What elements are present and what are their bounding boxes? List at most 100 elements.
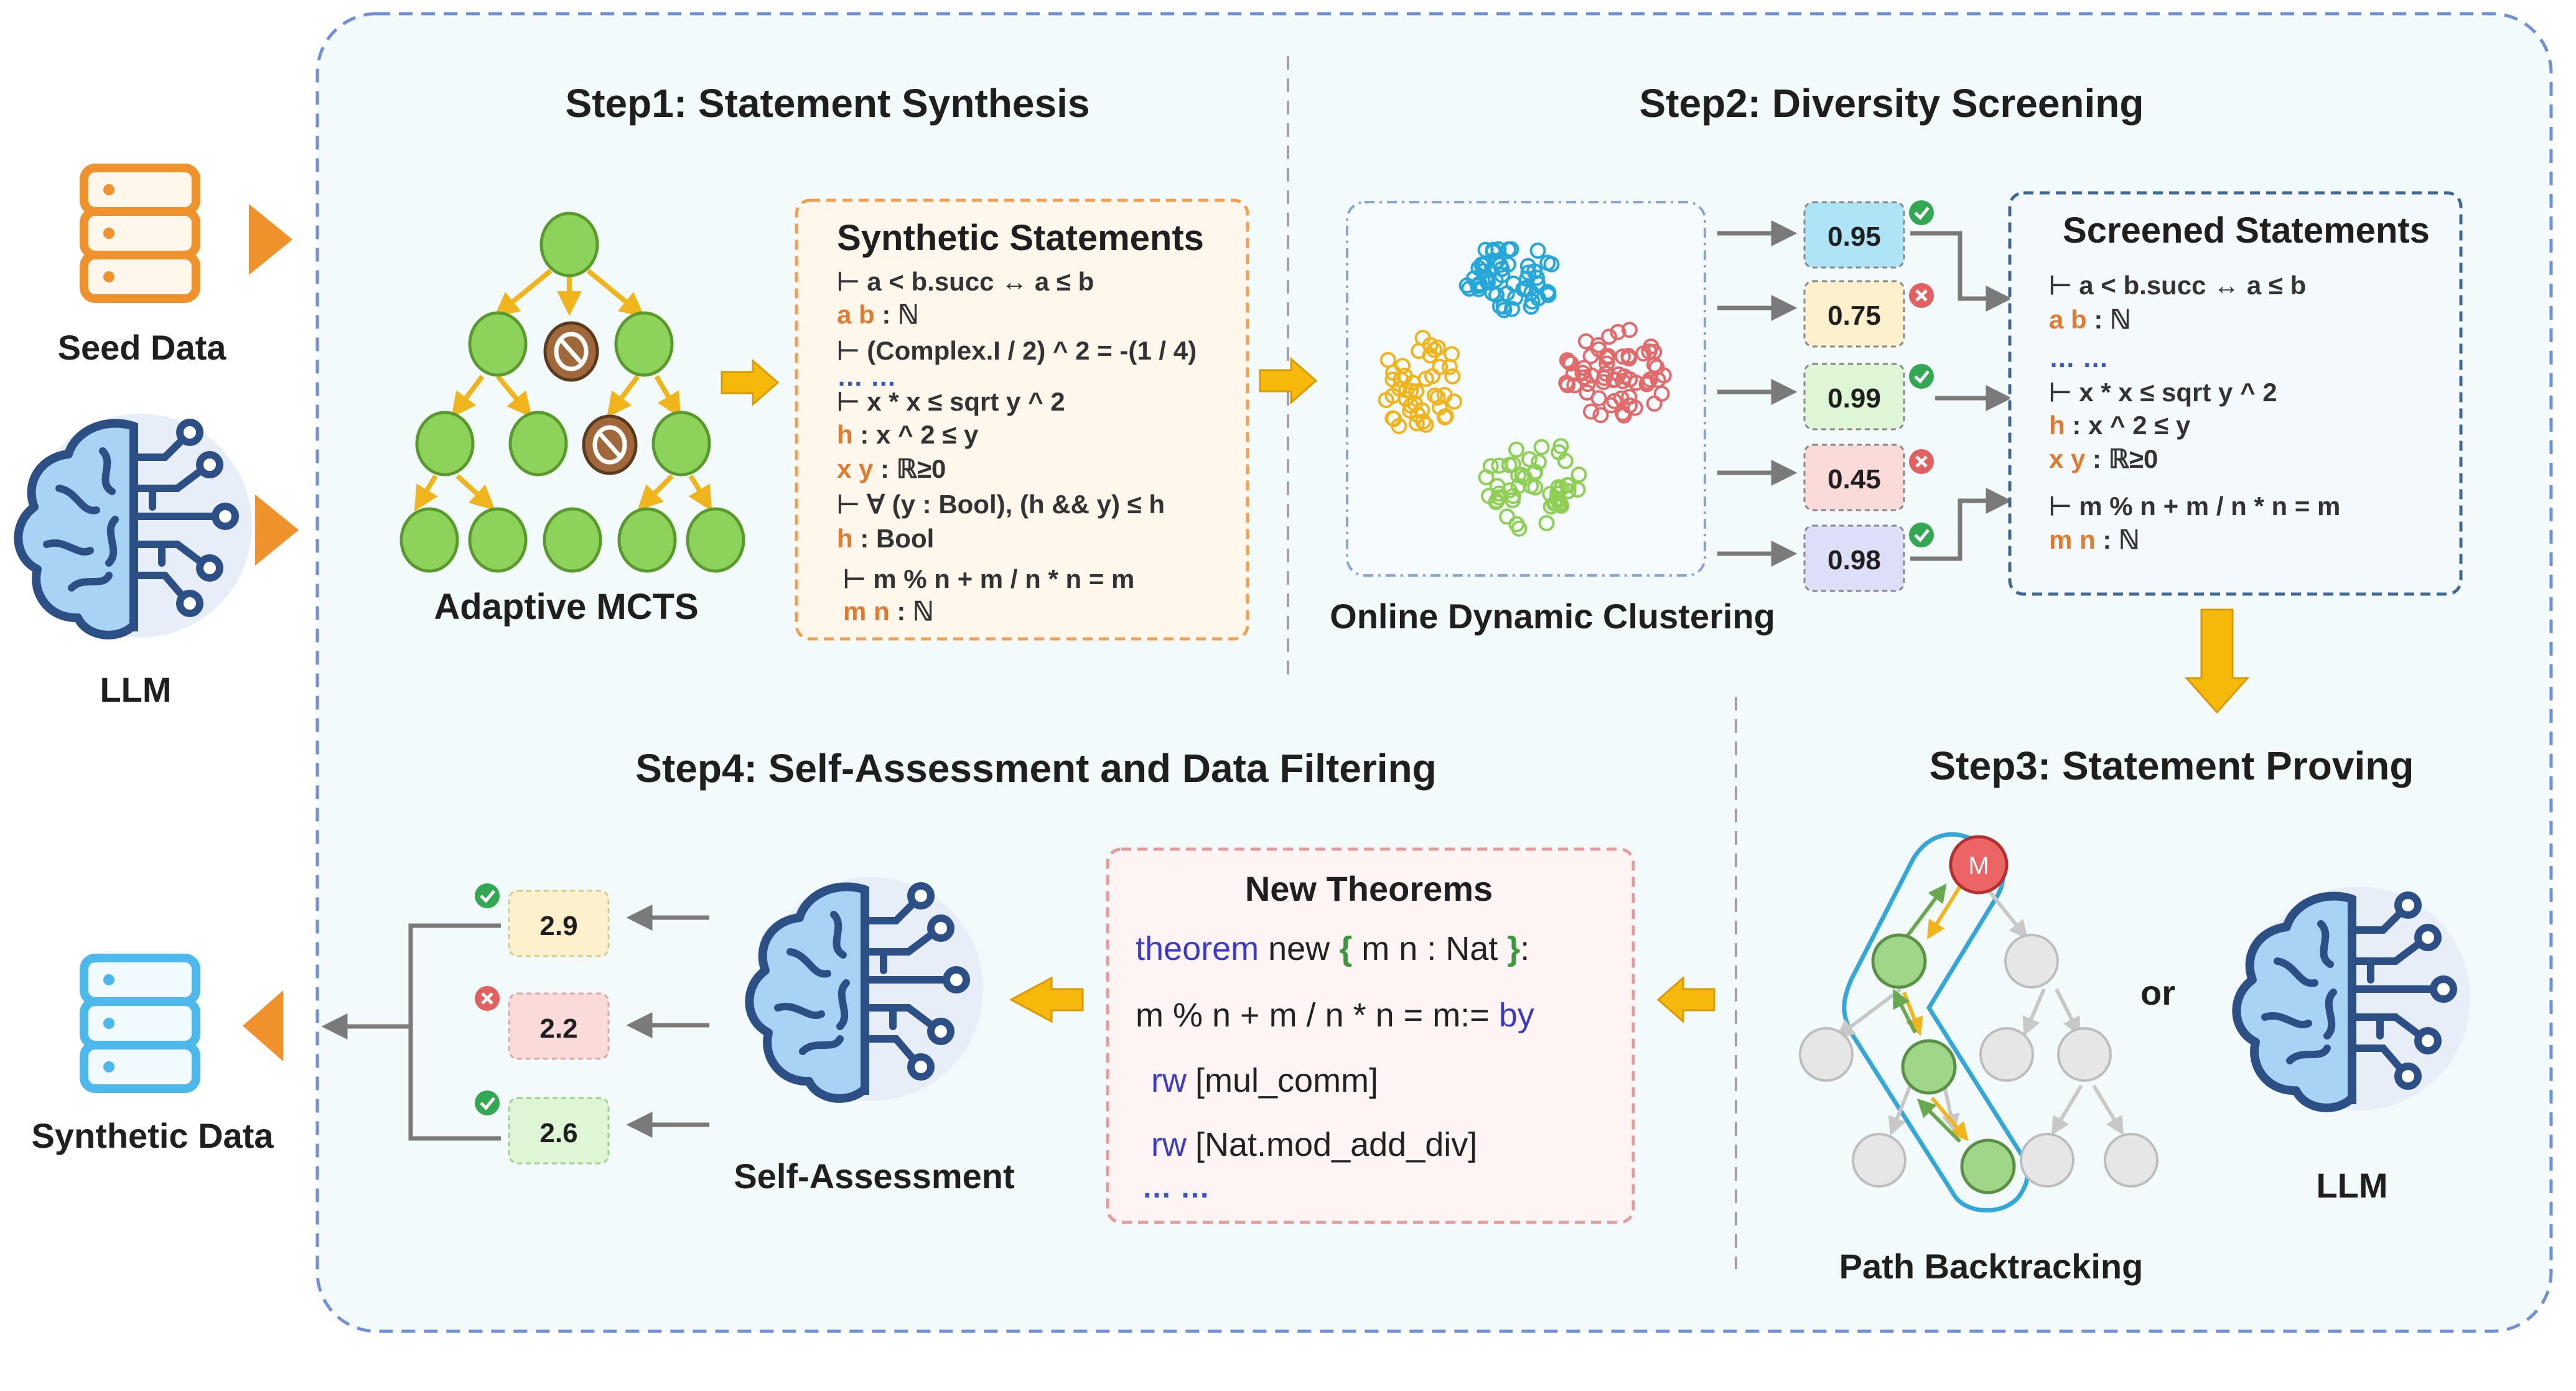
synthetic-statements-box xyxy=(795,198,1249,641)
seed-arrow-icon xyxy=(249,204,292,275)
synthetic-statements-title: Synthetic Statements xyxy=(837,218,1204,258)
syn-line-9: h : Bool xyxy=(837,524,934,553)
cluster-point xyxy=(1592,407,1609,424)
cluster-point xyxy=(1458,277,1475,294)
diversity-scores: 0.95 0.75 0.99 0.45 0.98 xyxy=(1803,200,1934,592)
step3-llm-icon xyxy=(2236,886,2470,1110)
clustering-label: Online Dynamic Clustering xyxy=(1330,597,1775,636)
cluster-point xyxy=(1473,256,1490,273)
cluster-point xyxy=(1521,451,1538,468)
syn-line-2: a b : ℕ xyxy=(837,300,919,329)
cluster-point xyxy=(1378,392,1394,408)
score-value-2: 0.75 xyxy=(1827,300,1881,331)
cluster-point xyxy=(1402,402,1419,419)
cluster-point xyxy=(1408,415,1425,432)
screened-statements-lines: ⊢ a < b.succ ↔ a ≤ b a b : ℕ … … ⊢ x * x… xyxy=(2049,271,2340,554)
cluster-point xyxy=(1494,267,1510,284)
scr-line-ellipsis: … … xyxy=(2049,343,2109,373)
cluster-point xyxy=(1485,241,1501,258)
cluster-point xyxy=(1441,358,1458,375)
code-line-2: m % n + m / n * n = m:= by xyxy=(1136,997,1534,1034)
cluster-point xyxy=(1414,402,1430,419)
filter-bracket xyxy=(321,923,501,1141)
arrow-to-clustering-icon xyxy=(1259,356,1318,405)
synthetic-data-label: Synthetic Data xyxy=(32,1116,274,1155)
cluster-point xyxy=(1496,302,1513,319)
new-theorems-box xyxy=(1106,847,1635,1224)
cross-icon xyxy=(1909,283,1934,308)
syn-line-11: m n : ℕ xyxy=(843,597,934,626)
cluster-point xyxy=(1414,330,1431,347)
synthetic-statements-lines: ⊢ a < b.succ ↔ a ≤ b a b : ℕ ⊢ (Complex.… xyxy=(837,267,1197,626)
arrow-to-synthetic-icon xyxy=(721,358,780,407)
code-ellipsis: … … xyxy=(1142,1171,1210,1204)
cluster-point xyxy=(1488,287,1505,304)
score-value-5: 0.98 xyxy=(1827,545,1881,575)
scr-line-1: ⊢ a < b.succ ↔ a ≤ b xyxy=(2049,271,2306,300)
code-line-3: rw[mul_comm] xyxy=(1151,1062,1378,1099)
cluster-point xyxy=(1560,483,1577,500)
cluster-point xyxy=(1437,408,1453,425)
score-to-screened-arrows xyxy=(1910,231,2012,561)
cluster-point xyxy=(1391,417,1407,434)
cluster-point xyxy=(1614,405,1631,422)
screened-statements-title: Screened Statements xyxy=(2063,210,2430,251)
cluster-point xyxy=(1507,289,1524,306)
score-value-1: 0.95 xyxy=(1827,221,1881,252)
cluster-point xyxy=(1444,368,1461,385)
scr-line-4: ⊢ x * x ≤ sqrt y ^ 2 xyxy=(2049,378,2277,407)
cluster-point xyxy=(1492,256,1508,273)
cluster-point xyxy=(1519,271,1536,287)
llm-label: LLM xyxy=(100,670,171,709)
score-value-3: 0.99 xyxy=(1827,383,1881,414)
cluster-point xyxy=(1606,393,1623,409)
cluster-point xyxy=(1530,290,1547,307)
assess-score-value-1: 2.9 xyxy=(539,911,577,941)
step4-title: Step4: Self-Assessment and Data Filterin… xyxy=(635,746,1436,791)
self-assessment-label: Self-Assessment xyxy=(734,1156,1014,1196)
cluster-point xyxy=(1559,352,1575,369)
code-line-1: theorem new { m n : Nat }: xyxy=(1136,930,1529,967)
synthetic-arrow-icon xyxy=(243,990,283,1061)
step1-title: Step1: Statement Synthesis xyxy=(566,81,1090,126)
arrow-to-new-theorems-icon xyxy=(1656,975,1715,1024)
cluster-point xyxy=(1570,466,1587,483)
cluster-point xyxy=(1538,515,1555,531)
assess-score-value-3: 2.6 xyxy=(539,1118,577,1148)
cluster-point xyxy=(1396,368,1413,384)
cross-icon xyxy=(475,986,500,1011)
cluster-point xyxy=(1432,358,1449,375)
cluster-point xyxy=(1646,356,1663,373)
cluster-point xyxy=(1540,287,1557,304)
syn-line-3: ⊢ (Complex.I / 2) ^ 2 = -(1 / 4) xyxy=(837,336,1197,365)
cluster-point xyxy=(1628,374,1645,391)
cluster-point xyxy=(1621,322,1638,338)
step3-title: Step3: Statement Proving xyxy=(1930,743,2414,788)
cluster-point xyxy=(1520,264,1537,281)
theorem-code: theorem new { m n : Nat }: m % n + m / n… xyxy=(1136,930,1534,1204)
syn-line-ellipsis: … … xyxy=(837,362,897,391)
cluster-point xyxy=(1426,387,1443,404)
root-node-label: M xyxy=(1968,852,1989,880)
arrow-to-self-assessment-icon xyxy=(1009,976,1084,1023)
cluster-point xyxy=(1569,482,1586,498)
assess-score-box-3 xyxy=(508,1097,610,1165)
cluster-point xyxy=(1508,441,1524,458)
score-box-2 xyxy=(1803,280,1905,348)
syn-line-6: h : x ^ 2 ≤ y xyxy=(837,420,979,449)
step2-title: Step2: Diversity Screening xyxy=(1640,81,2144,126)
scr-line-7: ⊢ m % n + m / n * n = m xyxy=(2049,491,2340,521)
cluster-point xyxy=(1527,463,1544,480)
cluster-point xyxy=(1601,328,1617,345)
code-line-4: rw[Nat.mod_add_div] xyxy=(1151,1126,1477,1163)
cluster-point xyxy=(1542,498,1559,515)
path-backtracking-tree: M xyxy=(1799,832,2158,1213)
seed-data-icon xyxy=(84,168,196,299)
score-box-3 xyxy=(1803,363,1905,430)
cluster-point xyxy=(1529,242,1546,259)
cluster-point xyxy=(1620,348,1637,365)
cluster-point xyxy=(1415,413,1432,430)
cluster-point xyxy=(1583,367,1600,384)
assess-score-box-2 xyxy=(508,992,610,1060)
